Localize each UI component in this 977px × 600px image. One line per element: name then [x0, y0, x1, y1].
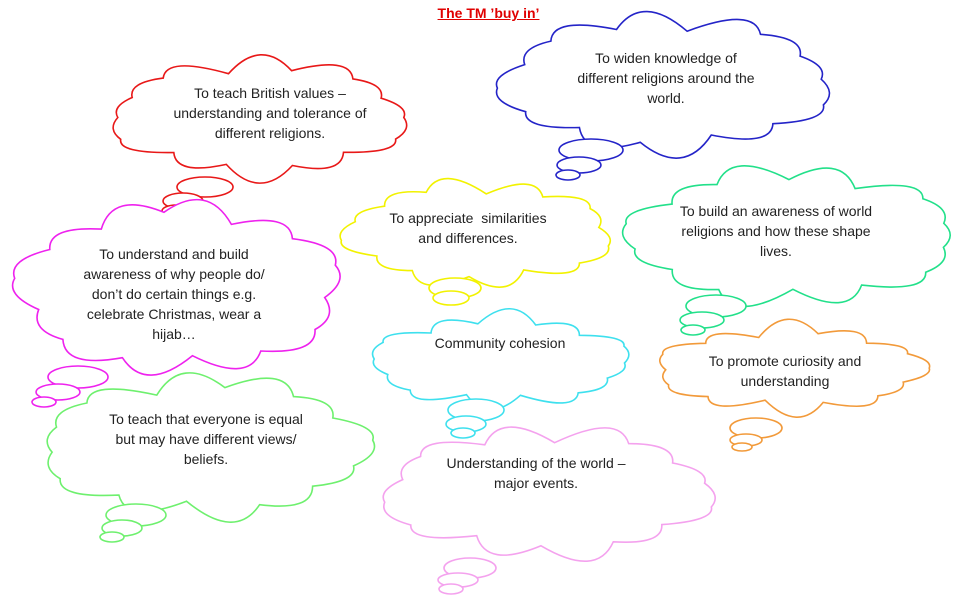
cloud-outline	[46, 372, 376, 523]
cloud-text-line: and differences.	[418, 230, 518, 246]
cloud-text-why-people: To understand and build awareness of why …	[60, 243, 288, 345]
cloud-outline	[382, 426, 716, 562]
cloud-text-line: beliefs.	[183, 451, 229, 467]
tail-bubble	[31, 396, 57, 408]
cloud-text-line: To teach that everyone is equal	[109, 411, 303, 427]
cloud-text-line: religions and how these shape	[681, 223, 871, 239]
cloud-text-line: lives.	[760, 243, 792, 259]
thought-cloud-why-people	[11, 198, 341, 376]
cloud-text-line: different religions around the	[577, 70, 755, 86]
cloud-text-line: To widen knowledge of	[595, 50, 737, 66]
cloud-text-line: understanding	[740, 373, 830, 389]
cloud-outline	[11, 198, 341, 376]
page-title: The TM ’buy in’	[437, 5, 540, 21]
cloud-text-line: To promote curiosity and	[708, 353, 862, 369]
cloud-text-line: celebrate Christmas, wear a	[86, 306, 262, 322]
cloud-text-lines: To build an awareness of world religions …	[680, 201, 872, 261]
cloud-text-line: awareness of why people do/	[83, 266, 265, 282]
cloud-text-lines: To widen knowledge of different religions…	[577, 48, 754, 108]
thought-cloud-community	[371, 308, 630, 411]
cloud-text-line: world.	[647, 90, 685, 106]
cloud-outline	[621, 165, 951, 308]
tail-bubble	[99, 531, 125, 543]
cloud-text-line: To build an awareness of world	[679, 203, 873, 219]
tail-bubble	[438, 583, 464, 595]
cloud-text-similarities: To appreciate similarities and difference…	[370, 207, 566, 249]
cloud-text-line: major events.	[493, 475, 579, 491]
cloud-text-line: hijab…	[152, 326, 196, 342]
cloud-text-lines: Understanding of the world – major events…	[447, 453, 626, 493]
cloud-text-everyone-equal: To teach that everyone is equal but may h…	[86, 408, 326, 470]
thought-cloud-widen-knowledge	[495, 10, 831, 159]
cloud-text-world-religions: To build an awareness of world religions …	[656, 200, 896, 262]
cloud-text-lines: Community cohesion	[435, 333, 566, 353]
cloud-text-lines: To teach British values – understanding a…	[173, 83, 366, 143]
thought-cloud-curiosity	[659, 318, 931, 418]
cloud-text-lines: To teach that everyone is equal but may h…	[109, 409, 303, 469]
tail-bubble	[450, 427, 476, 439]
cloud-text-community: Community cohesion	[396, 332, 604, 354]
cloud-text-line: Understanding of the world –	[446, 455, 626, 471]
tail-bubble	[176, 176, 234, 198]
tail-bubble	[555, 169, 581, 181]
cloud-text-understanding-world: Understanding of the world – major events…	[418, 452, 654, 494]
cloud-text-line: don’t do certain things e.g.	[91, 286, 257, 302]
tail-bubble	[731, 442, 753, 452]
thought-cloud-understanding-world	[382, 426, 716, 562]
tail-bubble	[35, 383, 81, 401]
thought-cloud-everyone-equal	[46, 372, 376, 523]
cloud-outline	[495, 10, 831, 159]
thought-cloud-world-religions	[621, 165, 951, 308]
cloud-text-british-values: To teach British values – understanding a…	[150, 82, 390, 144]
cloud-outline	[659, 318, 931, 418]
cloud-text-lines: To promote curiosity and understanding	[709, 351, 862, 391]
cloud-text-line: Community cohesion	[434, 335, 566, 351]
cloud-outline	[112, 54, 408, 184]
cloud-text-lines: To understand and build awareness of why …	[83, 244, 264, 344]
cloud-text-line: To understand and build	[99, 246, 249, 262]
cloud-text-lines: To appreciate similarities and difference…	[389, 208, 546, 248]
cloud-text-line: different religions.	[214, 125, 326, 141]
tail-bubble	[432, 290, 470, 306]
tail-bubble	[680, 324, 706, 336]
cloud-text-line: To teach British values –	[194, 85, 346, 101]
cloud-text-line: understanding and tolerance of	[173, 105, 367, 121]
cloud-text-line: but may have different views/	[115, 431, 297, 447]
thought-cloud-british-values	[112, 54, 408, 184]
cloud-text-widen-knowledge: To widen knowledge of different religions…	[548, 47, 784, 109]
cloud-text-line: To appreciate similarities	[389, 210, 547, 226]
cloud-text-curiosity: To promote curiosity and understanding	[685, 350, 885, 392]
cloud-outline	[371, 308, 630, 411]
